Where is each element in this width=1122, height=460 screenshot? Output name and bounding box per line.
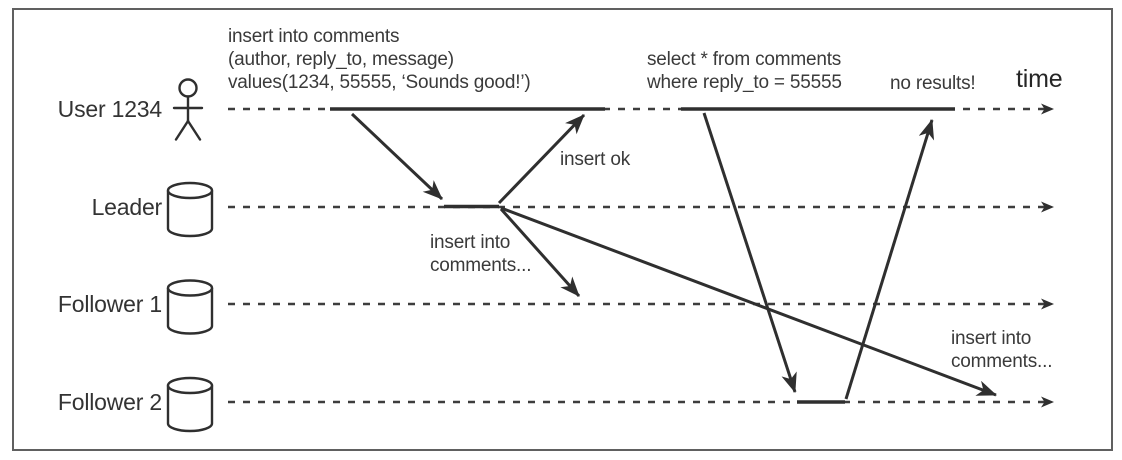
arrow-select-response	[844, 119, 935, 400]
arrow-replicate-follower2	[500, 206, 997, 397]
arrow-insert-ok	[497, 113, 586, 205]
arrow-replicate-follower1	[499, 207, 581, 298]
time-axis-label: time	[1016, 65, 1063, 93]
insert-ok-label: insert ok	[560, 149, 631, 170]
database-cylinder-icon	[166, 279, 214, 335]
arrow-select-request	[702, 112, 797, 393]
database-cylinder-icon	[166, 181, 214, 238]
actor-label-user: User 1234	[57, 96, 163, 122]
actor-label-follower1: Follower 1	[57, 291, 162, 317]
actor-label-follower2: Follower 2	[57, 389, 162, 415]
person-icon	[172, 78, 204, 141]
insert-query-text: insert into comments (author, reply_to, …	[228, 26, 531, 93]
database-cylinder-icon	[166, 376, 214, 433]
select-query-text: select * from comments where reply_to = …	[647, 49, 842, 93]
actor-label-leader: Leader	[91, 194, 163, 220]
replication-label-mid: insert into comments...	[430, 232, 532, 276]
no-results-label: no results!	[890, 73, 976, 94]
replication-label-right: insert into comments...	[951, 328, 1053, 372]
arrow-insert-request	[350, 112, 444, 201]
